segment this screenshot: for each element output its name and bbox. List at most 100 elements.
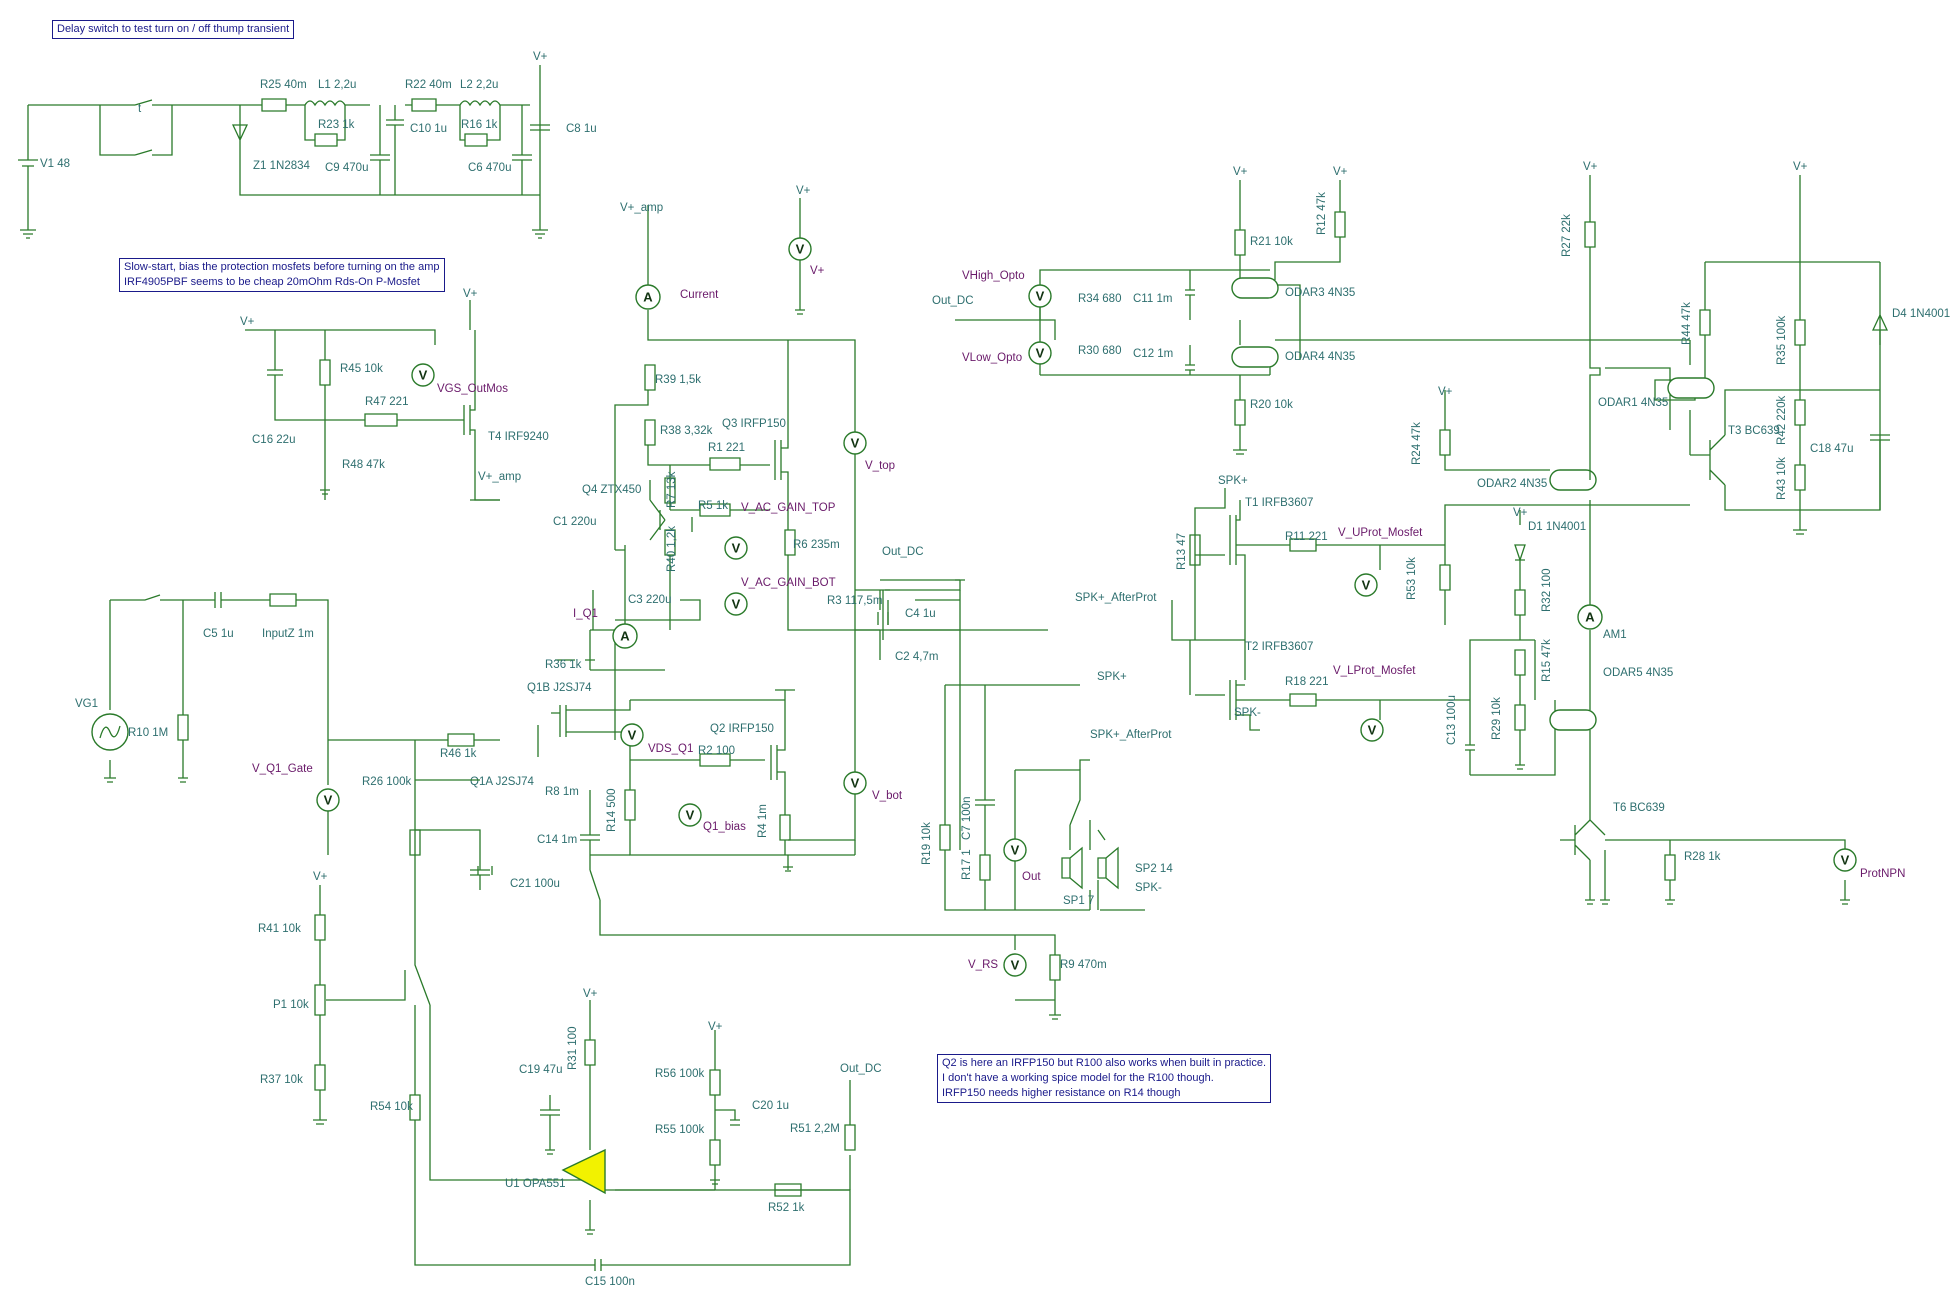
label-c7: C7 100n	[961, 797, 973, 840]
label-r15: R15 47k	[1541, 639, 1553, 682]
label-r40: R40 1,2k	[666, 526, 678, 572]
label-c9: C9 470u	[325, 162, 368, 174]
input-section	[104, 592, 851, 1271]
label-r42: R42 220k	[1776, 396, 1788, 445]
voltmeter-glyph: V	[1036, 346, 1045, 361]
ammeter-iq1	[612, 623, 638, 649]
voltmeter-vq1-gate	[316, 788, 340, 812]
label-vplus-amp-2: V+_amp	[620, 202, 663, 214]
label-r13: R13 47	[1176, 533, 1188, 570]
label-c2: C2 4,7m	[895, 651, 938, 663]
label-spk-minus: SPK-	[1135, 882, 1162, 894]
label-r32: R32 100	[1541, 569, 1553, 612]
label-t2: T2 IRFB3607	[1245, 641, 1313, 653]
voltmeter-vgs	[411, 363, 435, 387]
label-c1: C1 220u	[553, 516, 596, 528]
note-slow-start-line1: Slow-start, bias the protection mosfets …	[124, 261, 440, 273]
voltmeter-glyph: V	[324, 793, 333, 808]
voltmeter-glyph: V	[686, 808, 695, 823]
label-r11: R11 221	[1285, 531, 1328, 543]
label-c3: C3 220u	[628, 594, 671, 606]
label-vplus-9: V+	[1333, 166, 1348, 178]
label-r10: R10 1M	[128, 727, 168, 739]
label-c10: C10 1u	[410, 123, 447, 135]
label-r5: R5 1k	[698, 500, 728, 512]
label-r55: R55 100k	[655, 1124, 704, 1136]
label-u1: U1 OPA551	[505, 1178, 566, 1190]
label-vplus-8: V+	[1233, 166, 1248, 178]
label-z1: Z1 1N2834	[253, 160, 311, 172]
label-r39: R39 1,5k	[655, 374, 701, 386]
sine-icon	[99, 725, 121, 739]
label-r29: R29 10k	[1491, 697, 1503, 740]
label-r47: R47 221	[365, 396, 408, 408]
probe-v-bot: V_bot	[872, 790, 903, 802]
voltmeter-glyph: V	[1036, 289, 1045, 304]
opto-odar3	[1231, 277, 1279, 299]
label-vplus-12: V+	[1583, 161, 1598, 173]
label-r54: R54 10k	[370, 1101, 413, 1113]
label-t4: T4 IRF9240	[488, 431, 549, 443]
ammeter-glyph: A	[643, 290, 653, 305]
bias-pot-section	[313, 885, 406, 1125]
label-spk-plus: SPK+	[1097, 671, 1127, 683]
voltmeter-vrs	[1003, 953, 1027, 977]
label-r16: R16 1k	[461, 119, 498, 131]
voltmeter-glyph: V	[1841, 853, 1850, 868]
label-odar5: ODAR5 4N35	[1603, 667, 1673, 679]
note-delay-text: Delay switch to test turn on / off thump…	[57, 23, 290, 35]
opto-odar2	[1549, 469, 1597, 491]
label-r56: R56 100k	[655, 1068, 704, 1080]
label-r22: R22 40m	[405, 79, 452, 91]
ammeter-glyph: A	[620, 629, 630, 644]
voltmeter-glyph: V	[1368, 723, 1377, 738]
voltmeter-glyph: V	[1362, 578, 1371, 593]
voltmeter-ac-gain-bot	[724, 592, 748, 616]
label-r21: R21 10k	[1250, 236, 1293, 248]
probe-vlow-opto: VLow_Opto	[962, 352, 1022, 364]
voltmeter-glyph: V	[851, 436, 860, 451]
note-delay-switch: Delay switch to test turn on / off thump…	[52, 20, 295, 39]
label-r24: R24 47k	[1411, 422, 1423, 465]
label-vplus-6: V+	[583, 988, 598, 1000]
label-r46: R46 1k	[440, 748, 477, 760]
label-r17: R17 1	[961, 849, 973, 880]
voltmeter-q1-bias	[678, 803, 702, 827]
label-odar3: ODAR3 4N35	[1285, 287, 1355, 299]
label-spk-afterprot-2: SPK+_AfterProt	[1075, 592, 1157, 604]
label-c18: C18 47u	[1810, 443, 1853, 455]
probe-v-lprot: V_LProt_Mosfet	[1333, 665, 1416, 677]
label-r2: R2 100	[698, 745, 735, 757]
label-c19: C19 47u	[519, 1064, 562, 1076]
opto-odar5	[1549, 709, 1597, 731]
label-r25: R25 40m	[260, 79, 307, 91]
label-r51: R51 2,2M	[790, 1123, 840, 1135]
label-d1: D1 1N4001	[1528, 521, 1586, 533]
voltmeter-glyph: V	[796, 242, 805, 257]
probe-q1-bias: Q1_bias	[703, 821, 746, 833]
label-r14: R14 500	[606, 789, 618, 832]
voltmeter-vhigh-opto	[1028, 284, 1052, 308]
label-odar1: ODAR1 4N35	[1598, 397, 1668, 409]
label-r28: R28 1k	[1684, 851, 1721, 863]
probe-v-uprot: V_UProt_Mosfet	[1338, 527, 1423, 539]
ammeter-current	[635, 284, 661, 310]
probe-v-rs: V_RS	[968, 959, 998, 971]
probe-ac-gain-top: V_AC_GAIN_TOP	[741, 502, 836, 514]
opamp-u1	[561, 1148, 606, 1195]
label-r3: R3 117,5m	[827, 595, 882, 607]
label-q1a: Q1A J2SJ74	[470, 776, 535, 788]
probe-current: Current	[680, 289, 719, 301]
label-r1: R1 221	[708, 442, 745, 454]
label-c6: C6 470u	[468, 162, 511, 174]
note-q2-line1: Q2 is here an IRFP150 but R100 also work…	[942, 1057, 1267, 1069]
voltmeter-glyph: V	[628, 728, 637, 743]
label-r45: R45 10k	[340, 363, 383, 375]
power-supply-section	[18, 65, 550, 239]
label-r44: R44 47k	[1681, 302, 1693, 345]
voltmeter-glyph: V	[851, 776, 860, 791]
label-c4: C4 1u	[905, 608, 936, 620]
label-r19: R19 10k	[921, 822, 933, 865]
label-q2: Q2 IRFP150	[710, 723, 774, 735]
